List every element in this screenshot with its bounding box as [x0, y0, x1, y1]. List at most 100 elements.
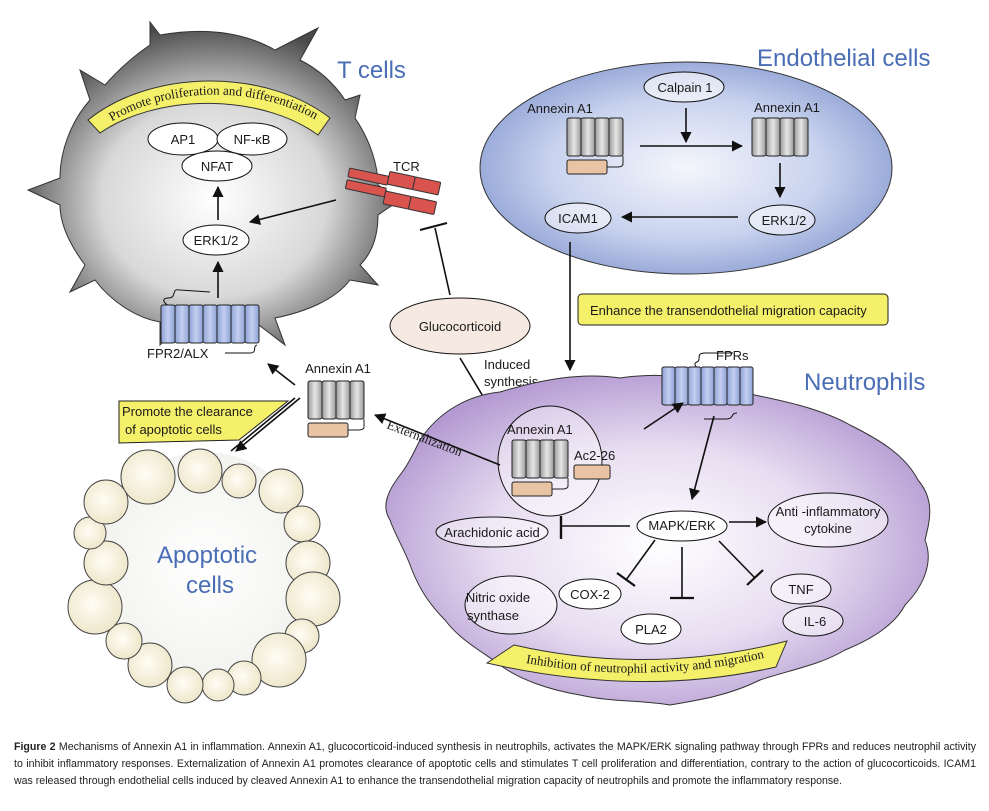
- icam1-node: [544, 202, 612, 234]
- endo-annexin-cleaved-core-domain: [751, 117, 767, 157]
- transendothelial-text: Enhance the transendothelial migration c…: [590, 303, 867, 318]
- endo-erk-node: [748, 204, 816, 236]
- apoptotic-body: [166, 666, 204, 704]
- neutrophil-annexin-protein: [511, 439, 569, 497]
- il6-label: IL-6: [804, 614, 826, 629]
- external-annexin-core-domain: [335, 380, 351, 420]
- annexin-to-fpr2-arrow: [267, 363, 296, 386]
- apoptotic-cell-body: [95, 452, 315, 682]
- neutrophil-annexin-n-terminal: [511, 481, 553, 497]
- endo-annexin-full-linker: [607, 156, 624, 168]
- external-annexin-n-terminal: [307, 422, 349, 438]
- endo-annexin-cleaved: [751, 117, 809, 157]
- t-cell: T cells Promote proliferation and differ…: [26, 20, 451, 361]
- ac2-26-label: Ac2-26: [574, 448, 615, 463]
- induced-label-1: Induced: [484, 357, 530, 372]
- apoptotic-body: [105, 622, 143, 660]
- neutrophil-annexin-linker: [552, 478, 569, 490]
- fpr2-helix: [188, 304, 204, 344]
- fprs-helix: [674, 366, 689, 406]
- cox2-label: COX-2: [570, 587, 610, 602]
- anti-inflammatory-label-1: Anti -inflammatory: [776, 504, 881, 519]
- fprs-helix: [700, 366, 715, 406]
- external-annexin-linker: [348, 419, 365, 431]
- tcell-erk-label: ERK1/2: [194, 233, 239, 248]
- external-annexin-core-domain: [307, 380, 323, 420]
- external-annexin-core-domain: [349, 380, 365, 420]
- endo-annexin-cleaved-core-domain: [765, 117, 781, 157]
- annexin-a1-mechanism-diagram: T cells Promote proliferation and differ…: [26, 20, 930, 706]
- tcr-label: TCR: [393, 159, 420, 174]
- endo-annexin-cleaved-core-domain: [779, 117, 795, 157]
- externalization-arrow: [373, 413, 501, 466]
- cox2-node: [558, 578, 622, 610]
- endo-annexin-full-core-domain: [608, 117, 624, 157]
- figure-caption: Figure 2 Mechanisms of Annexin A1 in inf…: [14, 739, 976, 790]
- endo-annexin-full-core-domain: [566, 117, 582, 157]
- endo-annexin-cleaved-core-domain: [793, 117, 809, 157]
- icam1-label: ICAM1: [558, 211, 598, 226]
- clearance-text-1: Promote the clearance: [122, 404, 253, 419]
- nfat-node: [181, 150, 253, 182]
- apoptotic-body: [120, 449, 176, 505]
- apoptotic-body: [127, 642, 173, 688]
- apoptotic-body: [67, 579, 123, 635]
- fprs-helix: [687, 366, 702, 406]
- fpr2-helix: [244, 304, 260, 344]
- fprs-receptor: FPRs: [661, 348, 754, 420]
- tcell-erk-node: [182, 224, 250, 256]
- external-annexin-label: Annexin A1: [305, 361, 371, 376]
- t-cells-title: T cells: [337, 57, 406, 84]
- apoptotic-body: [177, 448, 223, 494]
- endo-annexin-full-core-domain: [580, 117, 596, 157]
- glucocorticoid-node: [389, 297, 531, 355]
- fprs-label: FPRs: [716, 348, 749, 363]
- endo-annexin-full-label: Annexin A1: [527, 101, 593, 116]
- nfat-label: NFAT: [201, 159, 233, 174]
- figure-label: Figure 2: [14, 741, 56, 753]
- fprs-helix: [726, 366, 741, 406]
- mapk-inhibits-tnf: [718, 540, 756, 579]
- apoptotic-cell: Apoptotic cells: [67, 448, 341, 704]
- cox2-inhibition-bar: [616, 572, 636, 587]
- tcr-receptor: [345, 167, 442, 215]
- proliferation-banner: [87, 80, 331, 136]
- fprs-helix: [739, 366, 754, 406]
- neutrophil-annexin-core-domain: [539, 439, 555, 479]
- ac2-26-peptide: [573, 464, 611, 480]
- ap1-label: AP1: [171, 132, 196, 147]
- apoptotic-body: [83, 540, 129, 586]
- apoptotic-body: [251, 632, 307, 688]
- il6-node: [782, 605, 844, 637]
- nfkb-node: [216, 122, 288, 156]
- neutrophil-annexin-core-domain: [511, 439, 527, 479]
- annexin-to-fprs-arrow: [643, 402, 684, 430]
- neutrophils-title: Neutrophils: [804, 369, 925, 396]
- figure-caption-text: Mechanisms of Annexin A1 in inflammation…: [14, 741, 976, 787]
- tnf-inhibition-bar: [746, 569, 764, 586]
- annexin-to-apoptotic-arrow: [235, 397, 301, 452]
- endothelial-title: Endothelial cells: [757, 45, 930, 72]
- fprs-to-mapk-arrow: [689, 415, 715, 501]
- neutrophil-annexin-label: Annexin A1: [507, 422, 573, 437]
- anti-inflammatory-node: [767, 492, 889, 548]
- endo-annexin-full-core-domain: [594, 117, 610, 157]
- inhibition-banner: [485, 640, 788, 683]
- apoptotic-body: [83, 479, 129, 525]
- apoptotic-body: [258, 468, 304, 514]
- fprs-helix: [713, 366, 728, 406]
- fpr2-helix: [202, 304, 218, 344]
- endo-annexin-cleaved-label: Annexin A1: [754, 100, 820, 115]
- tcr-inhibition-bar: [419, 222, 448, 231]
- endo-erk-label: ERK1/2: [762, 213, 807, 228]
- glucocorticoid-label: Glucocorticoid: [419, 319, 501, 334]
- arachidonic-acid-node: [435, 516, 549, 548]
- mapk-erk-node: [636, 510, 728, 542]
- neutrophil-annexin-core-domain: [525, 439, 541, 479]
- arachidonic-acid-label: Arachidonic acid: [444, 525, 539, 540]
- fprs-helix: [661, 366, 676, 406]
- fpr2-helix: [174, 304, 190, 344]
- fpr2-alx-label: FPR2/ALX: [147, 346, 209, 361]
- fpr2-helix: [216, 304, 232, 344]
- external-annexin-core-domain: [321, 380, 337, 420]
